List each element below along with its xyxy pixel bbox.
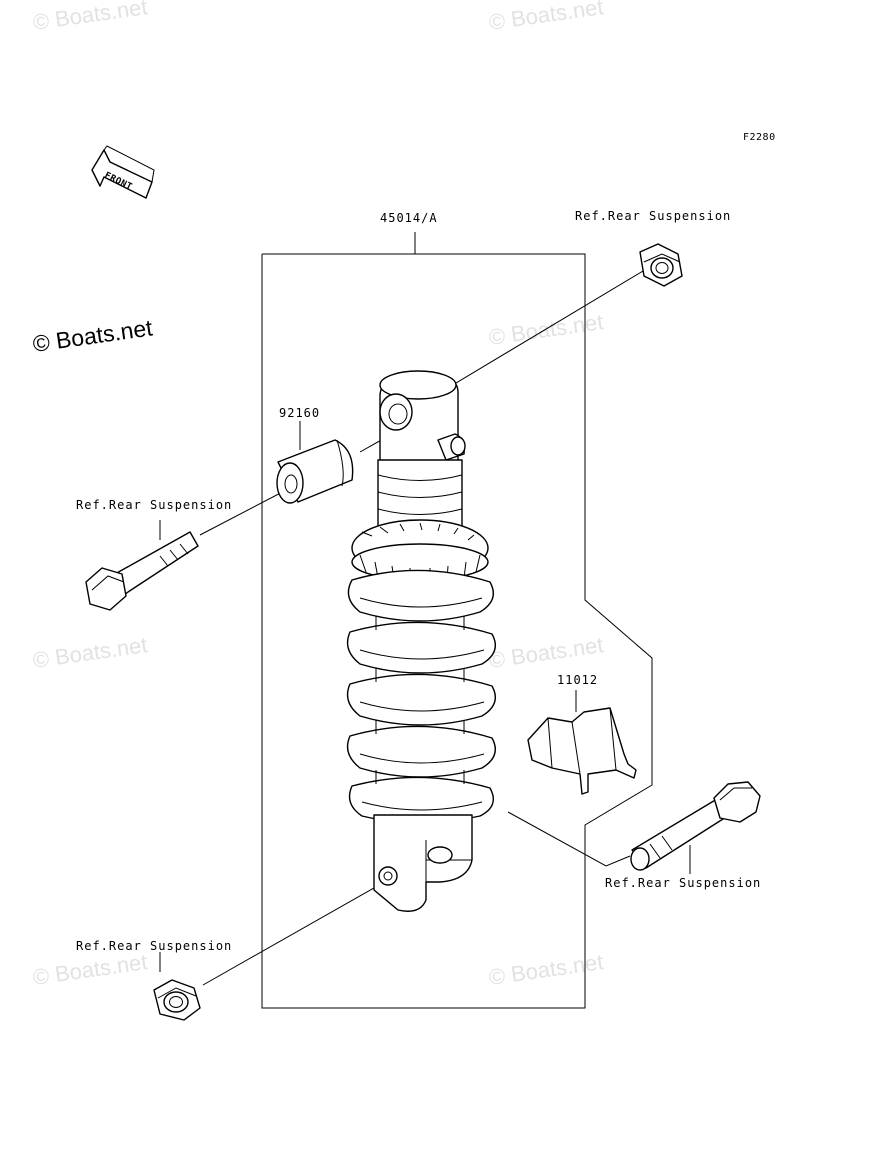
collar-92160 [276,439,354,504]
label-ref-bolt-right: Ref.Rear Suspension [605,876,761,890]
watermark: © Boats.net [487,0,605,35]
leader-lines [159,267,691,986]
shock-absorber [346,370,496,912]
watermark: © Boats.net [487,949,605,990]
label-ref-nut-top: Ref.Rear Suspension [575,209,731,223]
watermark-group: © Boats.net © Boats.net © Boats.net © Bo… [31,0,605,990]
assembly-bracket [261,232,653,1009]
hex-nut-bottom [153,979,201,1021]
clamp-11012 [527,707,637,795]
figure-code: F2280 [743,132,776,143]
bolt-right [630,781,761,871]
watermark: © Boats.net [31,0,149,35]
watermark: © Boats.net [487,632,605,673]
front-arrow-icon: FRONT [91,145,155,199]
bolt-left [85,531,199,611]
label-clamp: 11012 [557,673,598,687]
label-ref-nut-bottom: Ref.Rear Suspension [76,939,232,953]
hex-nut-top [639,243,683,287]
watermark-main: © Boats.net [31,314,155,357]
label-assembly: 45014/A [380,211,438,225]
label-collar: 92160 [279,406,320,420]
label-ref-bolt-left: Ref.Rear Suspension [76,498,232,512]
watermark: © Boats.net [31,949,149,990]
watermark: © Boats.net [31,632,149,673]
